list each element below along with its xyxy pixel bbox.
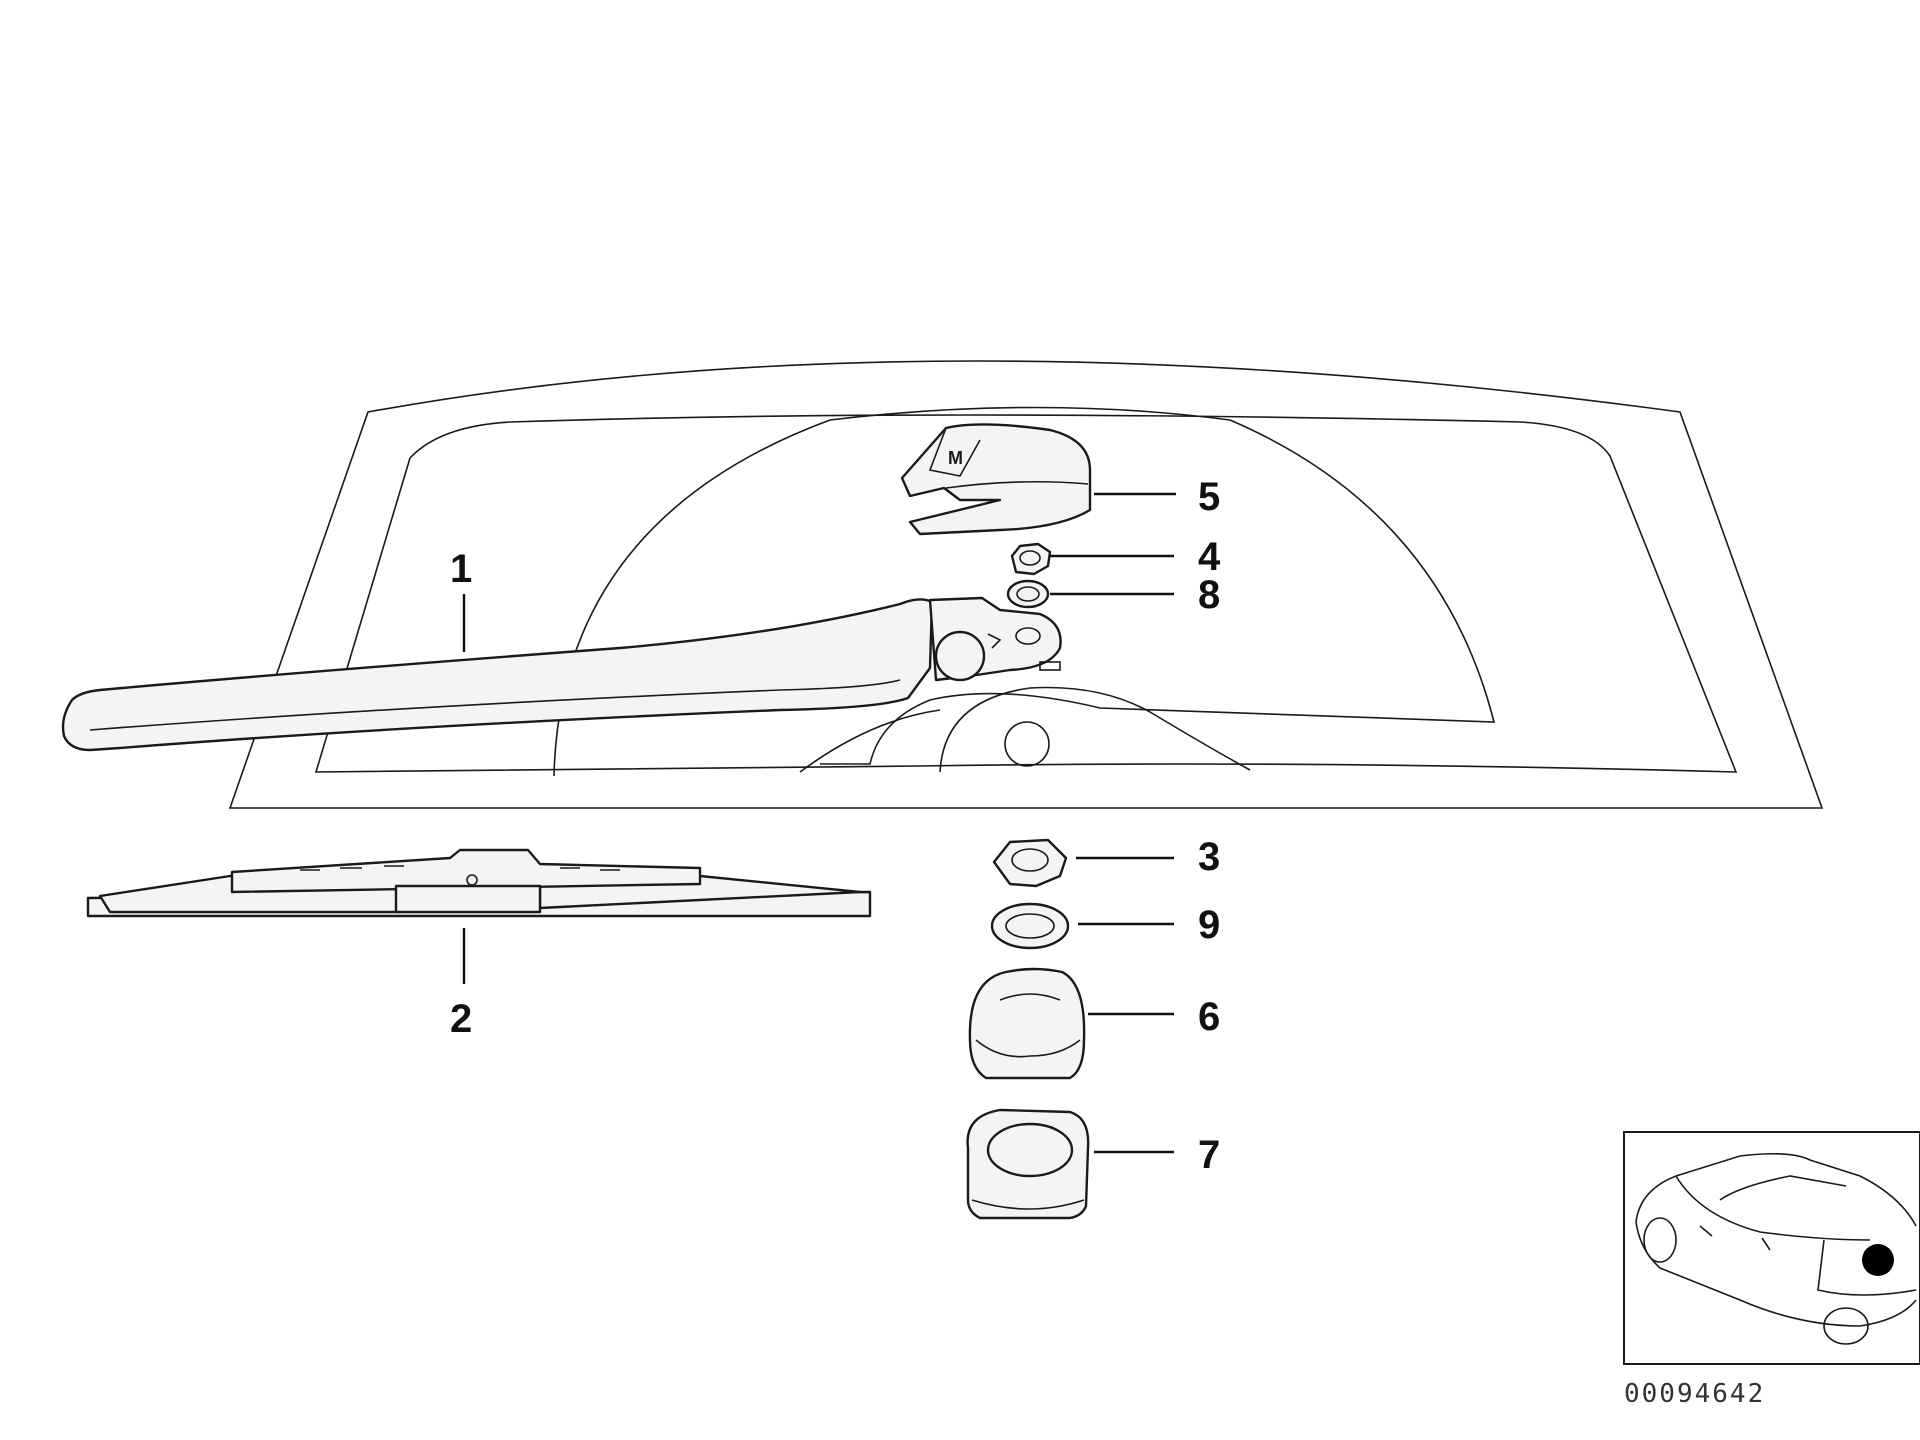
callout-8: 8: [1198, 573, 1220, 617]
callout-2: 2: [450, 997, 472, 1041]
callout-4: 4: [1198, 535, 1221, 579]
diagram-number: 00094642: [1624, 1379, 1765, 1409]
callout-labels: 1 2 3 4 5 6 7 8 9: [450, 475, 1221, 1177]
wiper-arm: [61, 596, 1062, 752]
small-nut: [1010, 542, 1052, 576]
callout-6: 6: [1198, 995, 1220, 1039]
callout-5: 5: [1198, 475, 1220, 519]
callout-3: 3: [1198, 835, 1220, 879]
large-washer: [990, 902, 1070, 950]
locator-inset: [1623, 1131, 1920, 1365]
callout-7: 7: [1198, 1133, 1220, 1177]
large-hex-nut: [992, 838, 1068, 888]
cover-cap: [968, 967, 1086, 1080]
rear-window-glass: [228, 360, 1824, 809]
leader-lines: [462, 492, 1176, 1154]
grommet: [966, 1108, 1090, 1220]
small-washer: [1006, 579, 1050, 609]
wiper-arm-cap: M: [900, 423, 1092, 536]
location-marker-dot: [1862, 1244, 1894, 1276]
car-outline: [1635, 1152, 1917, 1345]
svg-text:M: M: [948, 448, 963, 468]
callout-9: 9: [1198, 903, 1220, 947]
wiper-blade: [86, 848, 872, 918]
callout-1: 1: [450, 547, 472, 591]
